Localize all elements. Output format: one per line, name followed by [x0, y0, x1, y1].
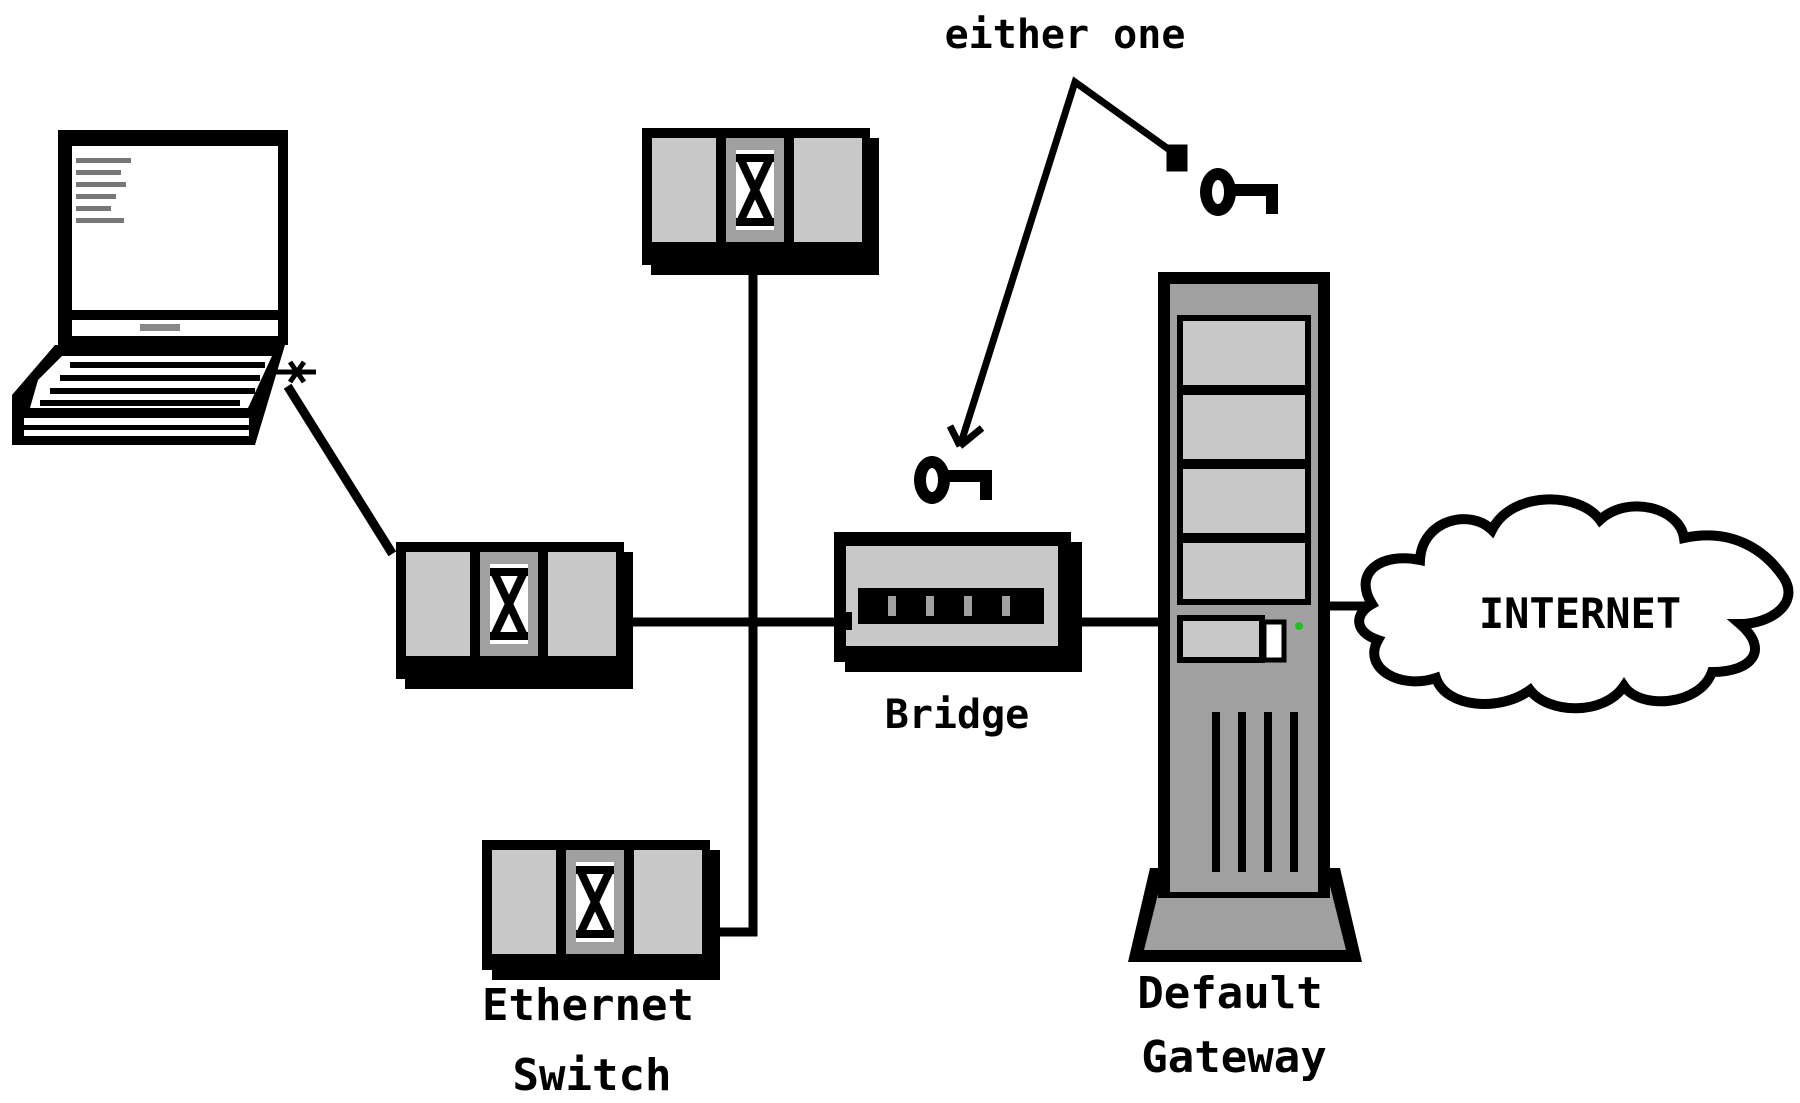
key-icon-gateway [1200, 168, 1278, 216]
laptop-to-left-switch-cable [290, 390, 390, 550]
gateway-power-led-icon [1295, 622, 1303, 630]
laptop-port-icon [274, 362, 316, 382]
laptop-icon [12, 130, 316, 445]
server-tower-icon [1128, 272, 1362, 962]
either-one-callout-lines [950, 82, 1184, 446]
ethernet-switch-icon-left [396, 542, 633, 689]
default-gateway-label-line1: Default [1137, 968, 1322, 1019]
key-icon-bridge [914, 456, 992, 504]
ethernet-switch-label-line2: Switch [513, 1050, 672, 1101]
ethernet-switch-icon [482, 840, 720, 980]
ethernet-switch-icon-top [642, 128, 879, 275]
bridge-label: Bridge [885, 692, 1030, 738]
bridge-icon [834, 532, 1082, 672]
either-one-label: either one [945, 12, 1186, 58]
default-gateway-label-line2: Gateway [1141, 1032, 1326, 1083]
ethernet-switch-label-line1: Ethernet [482, 980, 694, 1031]
internet-label: INTERNET [1479, 589, 1681, 638]
